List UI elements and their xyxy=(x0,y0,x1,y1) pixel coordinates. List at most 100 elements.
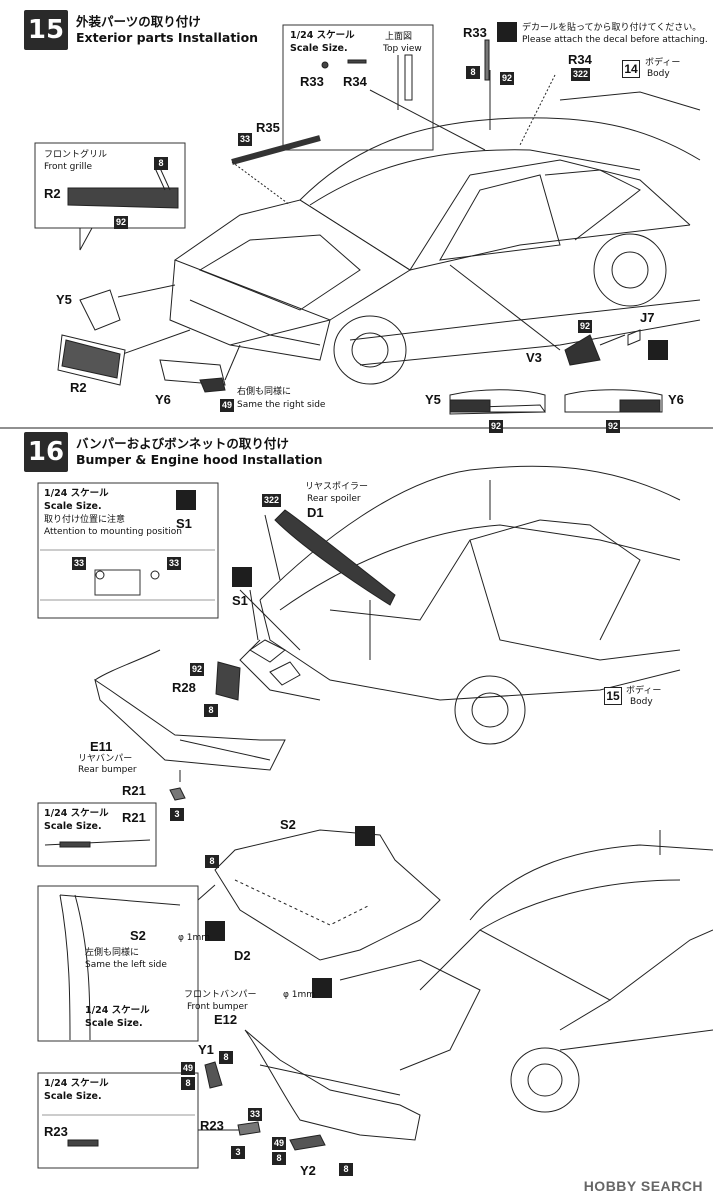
rear-spoiler-en: Rear spoiler xyxy=(307,494,361,504)
part-s2-label: S2 xyxy=(280,817,296,832)
hood-paint-icon xyxy=(355,826,375,846)
front-grille-jp: フロントグリル xyxy=(44,150,108,160)
right-side-en: Same the right side xyxy=(237,400,326,410)
rear-bumper-part: E11 xyxy=(90,739,113,754)
front-bumper-part: E12 xyxy=(214,1012,238,1027)
r23-badge-33: 33 xyxy=(248,1108,263,1121)
body-ref-15-jp: ボディー xyxy=(626,686,662,696)
s1-scale-title-jp: 1/24 スケール xyxy=(44,488,109,499)
step15-scale-title-en: Scale Size. xyxy=(290,43,348,54)
part-y5-bottom-label: Y5 xyxy=(425,392,441,407)
r28-badge-92: 92 xyxy=(190,663,205,676)
rear-spoiler-part: D1 xyxy=(307,505,324,520)
paint-badge-r33-b: 92 xyxy=(500,72,515,85)
front-bumper-en: Front bumper xyxy=(187,1002,248,1012)
part-j7-label: J7 xyxy=(640,310,655,325)
front-grille-part-r2: R2 xyxy=(44,186,61,201)
step16-rear-car-drawing xyxy=(239,465,681,745)
y1-badge-8b: 8 xyxy=(181,1077,195,1090)
s2-box-part: S2 xyxy=(130,928,146,943)
part-y6-bottom-label: Y6 xyxy=(668,392,684,407)
r23-box-title-jp: 1/24 スケール xyxy=(44,1078,109,1089)
paint-badge-r33-a: 8 xyxy=(466,66,480,79)
part-y5-label: Y5 xyxy=(56,292,72,307)
part-y2-label: Y2 xyxy=(300,1163,316,1178)
s1-label: S1 xyxy=(232,593,248,608)
s1-scale-part-label: S1 xyxy=(176,516,192,531)
right-side-jp: 右側も同様に xyxy=(237,387,292,397)
step16-title-jp: バンパーおよびボンネットの取り付け xyxy=(76,436,289,451)
step15-title-en: Exterior parts Installation xyxy=(76,30,259,45)
part-d2-label: D2 xyxy=(234,948,251,963)
s2-box-title-jp: 1/24 スケール xyxy=(85,1005,150,1016)
paint-badge-v3: 92 xyxy=(578,320,593,333)
body-ref-15-en: Body xyxy=(630,697,653,707)
step15-scale-view-en: Top view xyxy=(383,44,422,54)
r21-box-title-en: Scale Size. xyxy=(44,821,102,832)
rear-bumper-en: Rear bumper xyxy=(78,765,137,775)
drill-size-a: φ 1mm xyxy=(178,933,211,943)
part-r2-label: R2 xyxy=(70,380,87,395)
r21-badge: 3 xyxy=(170,808,184,821)
step16-front-car-drawing xyxy=(339,830,713,1113)
step16-number: 16 xyxy=(24,432,68,472)
paint-badge-r34: 322 xyxy=(571,68,591,81)
part-y6-label: Y6 xyxy=(155,392,171,407)
part-r35-label: R35 xyxy=(256,120,280,135)
s1-scale-badge-right: 33 xyxy=(167,557,182,570)
r21-box-title-jp: 1/24 スケール xyxy=(44,808,109,819)
watermark: HOBBY SEARCH xyxy=(583,1178,703,1194)
front-grille-en: Front grille xyxy=(44,162,93,172)
part-r33-label: R33 xyxy=(463,25,487,40)
step15-title-jp: 外装パーツの取り付け xyxy=(76,14,201,29)
paint-badge-y6-side: 49 xyxy=(220,399,235,412)
r23-box-part: R23 xyxy=(44,1124,68,1139)
step15-scale-title-jp: 1/24 スケール xyxy=(290,30,355,41)
step15-number: 15 xyxy=(24,10,68,50)
body-ref-14-jp: ボディー xyxy=(645,58,681,68)
s1-scale-note-en: Attention to mounting position xyxy=(44,527,182,537)
s2-box-jp: 左側も同様に xyxy=(85,948,140,958)
step15-car-drawing xyxy=(169,91,701,385)
part-y1-label: Y1 xyxy=(198,1042,214,1057)
part-r23-label: R23 xyxy=(200,1118,224,1133)
glue-icon xyxy=(648,340,668,360)
body-ref-14: 14 xyxy=(622,60,640,78)
decal-icon xyxy=(497,22,517,42)
front-grille-badge-92: 92 xyxy=(114,216,129,229)
s2-badge: 8 xyxy=(205,855,219,868)
step15-decal-note-jp: デカールを貼ってから取り付けてください。 xyxy=(522,23,702,33)
y2-badge-49: 49 xyxy=(272,1137,287,1150)
paint-badge-r35: 33 xyxy=(238,133,253,146)
paint-badge-y6-bottom: 92 xyxy=(606,420,621,433)
rear-spoiler-badge: 322 xyxy=(262,494,282,507)
r23-box-title-en: Scale Size. xyxy=(44,1091,102,1102)
y1-badge-8a: 8 xyxy=(219,1051,233,1064)
s2-box-title-en: Scale Size. xyxy=(85,1018,143,1029)
body-ref-14-en: Body xyxy=(647,69,670,79)
s1-decal-icon xyxy=(176,490,196,510)
r23-badge-3: 3 xyxy=(231,1146,245,1159)
step15-decal-note-en: Please attach the decal before attaching… xyxy=(522,35,708,45)
step15-scale-part-r34: R34 xyxy=(343,74,367,89)
part-r21-label: R21 xyxy=(122,783,146,798)
part-r28-label: R28 xyxy=(172,680,196,695)
s1-scale-note-jp: 取り付け位置に注意 xyxy=(44,515,126,525)
y2-badge-8a: 8 xyxy=(272,1152,286,1165)
part-v3-label: V3 xyxy=(526,350,542,365)
y2-badge-8b: 8 xyxy=(339,1163,353,1176)
rear-bumper-jp: リヤバンパー xyxy=(78,754,133,764)
drill-icon-a xyxy=(205,921,225,941)
r28-badge-8: 8 xyxy=(204,704,218,717)
drill-size-b: φ 1mm xyxy=(283,990,316,1000)
r21-box-part: R21 xyxy=(122,810,146,825)
s1-attach-icon xyxy=(232,567,252,587)
step15-scale-view-jp: 上面図 xyxy=(385,32,413,42)
part-r34-label: R34 xyxy=(568,52,592,67)
paint-badge-y5-bottom: 92 xyxy=(489,420,504,433)
s2-box-en: Same the left side xyxy=(85,960,167,970)
y1-badge-49: 49 xyxy=(181,1062,196,1075)
body-ref-15: 15 xyxy=(604,687,622,705)
rear-spoiler-jp: リヤスポイラー xyxy=(305,482,369,492)
